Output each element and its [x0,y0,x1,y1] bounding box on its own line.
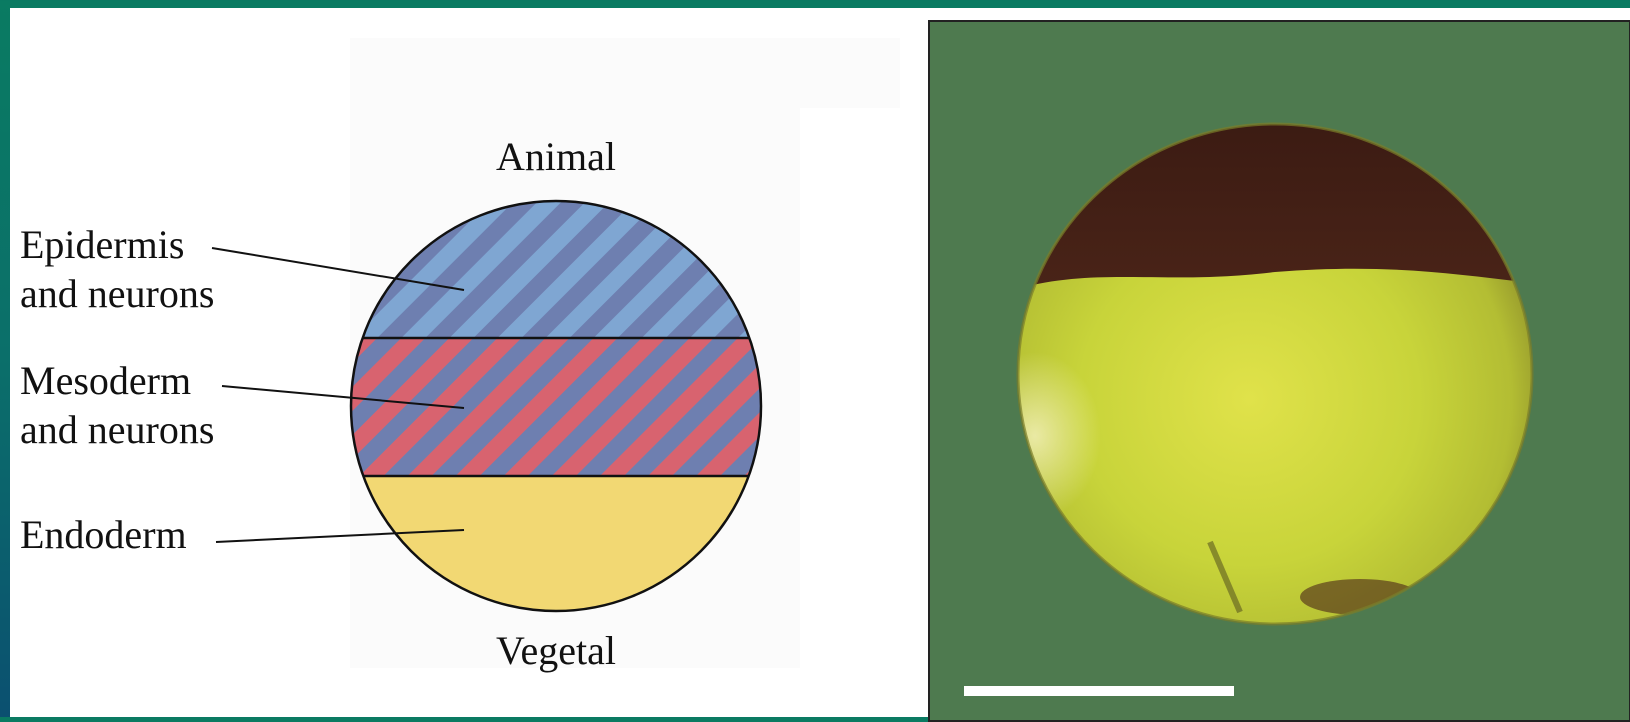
figure-panel: Animal Vegetal Epidermis and neurons Mes… [10,8,1630,717]
egg-animal-pigment [990,102,1570,297]
scale-bar [964,686,1234,696]
backing-plate-top [350,38,900,108]
vegetal-pole-label: Vegetal [496,628,616,673]
mesoderm-label: Mesoderm [20,358,191,403]
mesoderm-region [340,338,780,476]
epidermis-label: Epidermis [20,222,184,267]
epidermis-label-line2: and neurons [20,271,214,316]
egg-photo-image [930,22,1630,722]
mesoderm-label-line2: and neurons [20,407,214,452]
animal-pole-label: Animal [496,134,616,179]
egg-photo [928,20,1630,722]
endoderm-label: Endoderm [20,512,187,557]
fate-map-diagram: Animal Vegetal Epidermis and neurons Mes… [10,8,910,717]
